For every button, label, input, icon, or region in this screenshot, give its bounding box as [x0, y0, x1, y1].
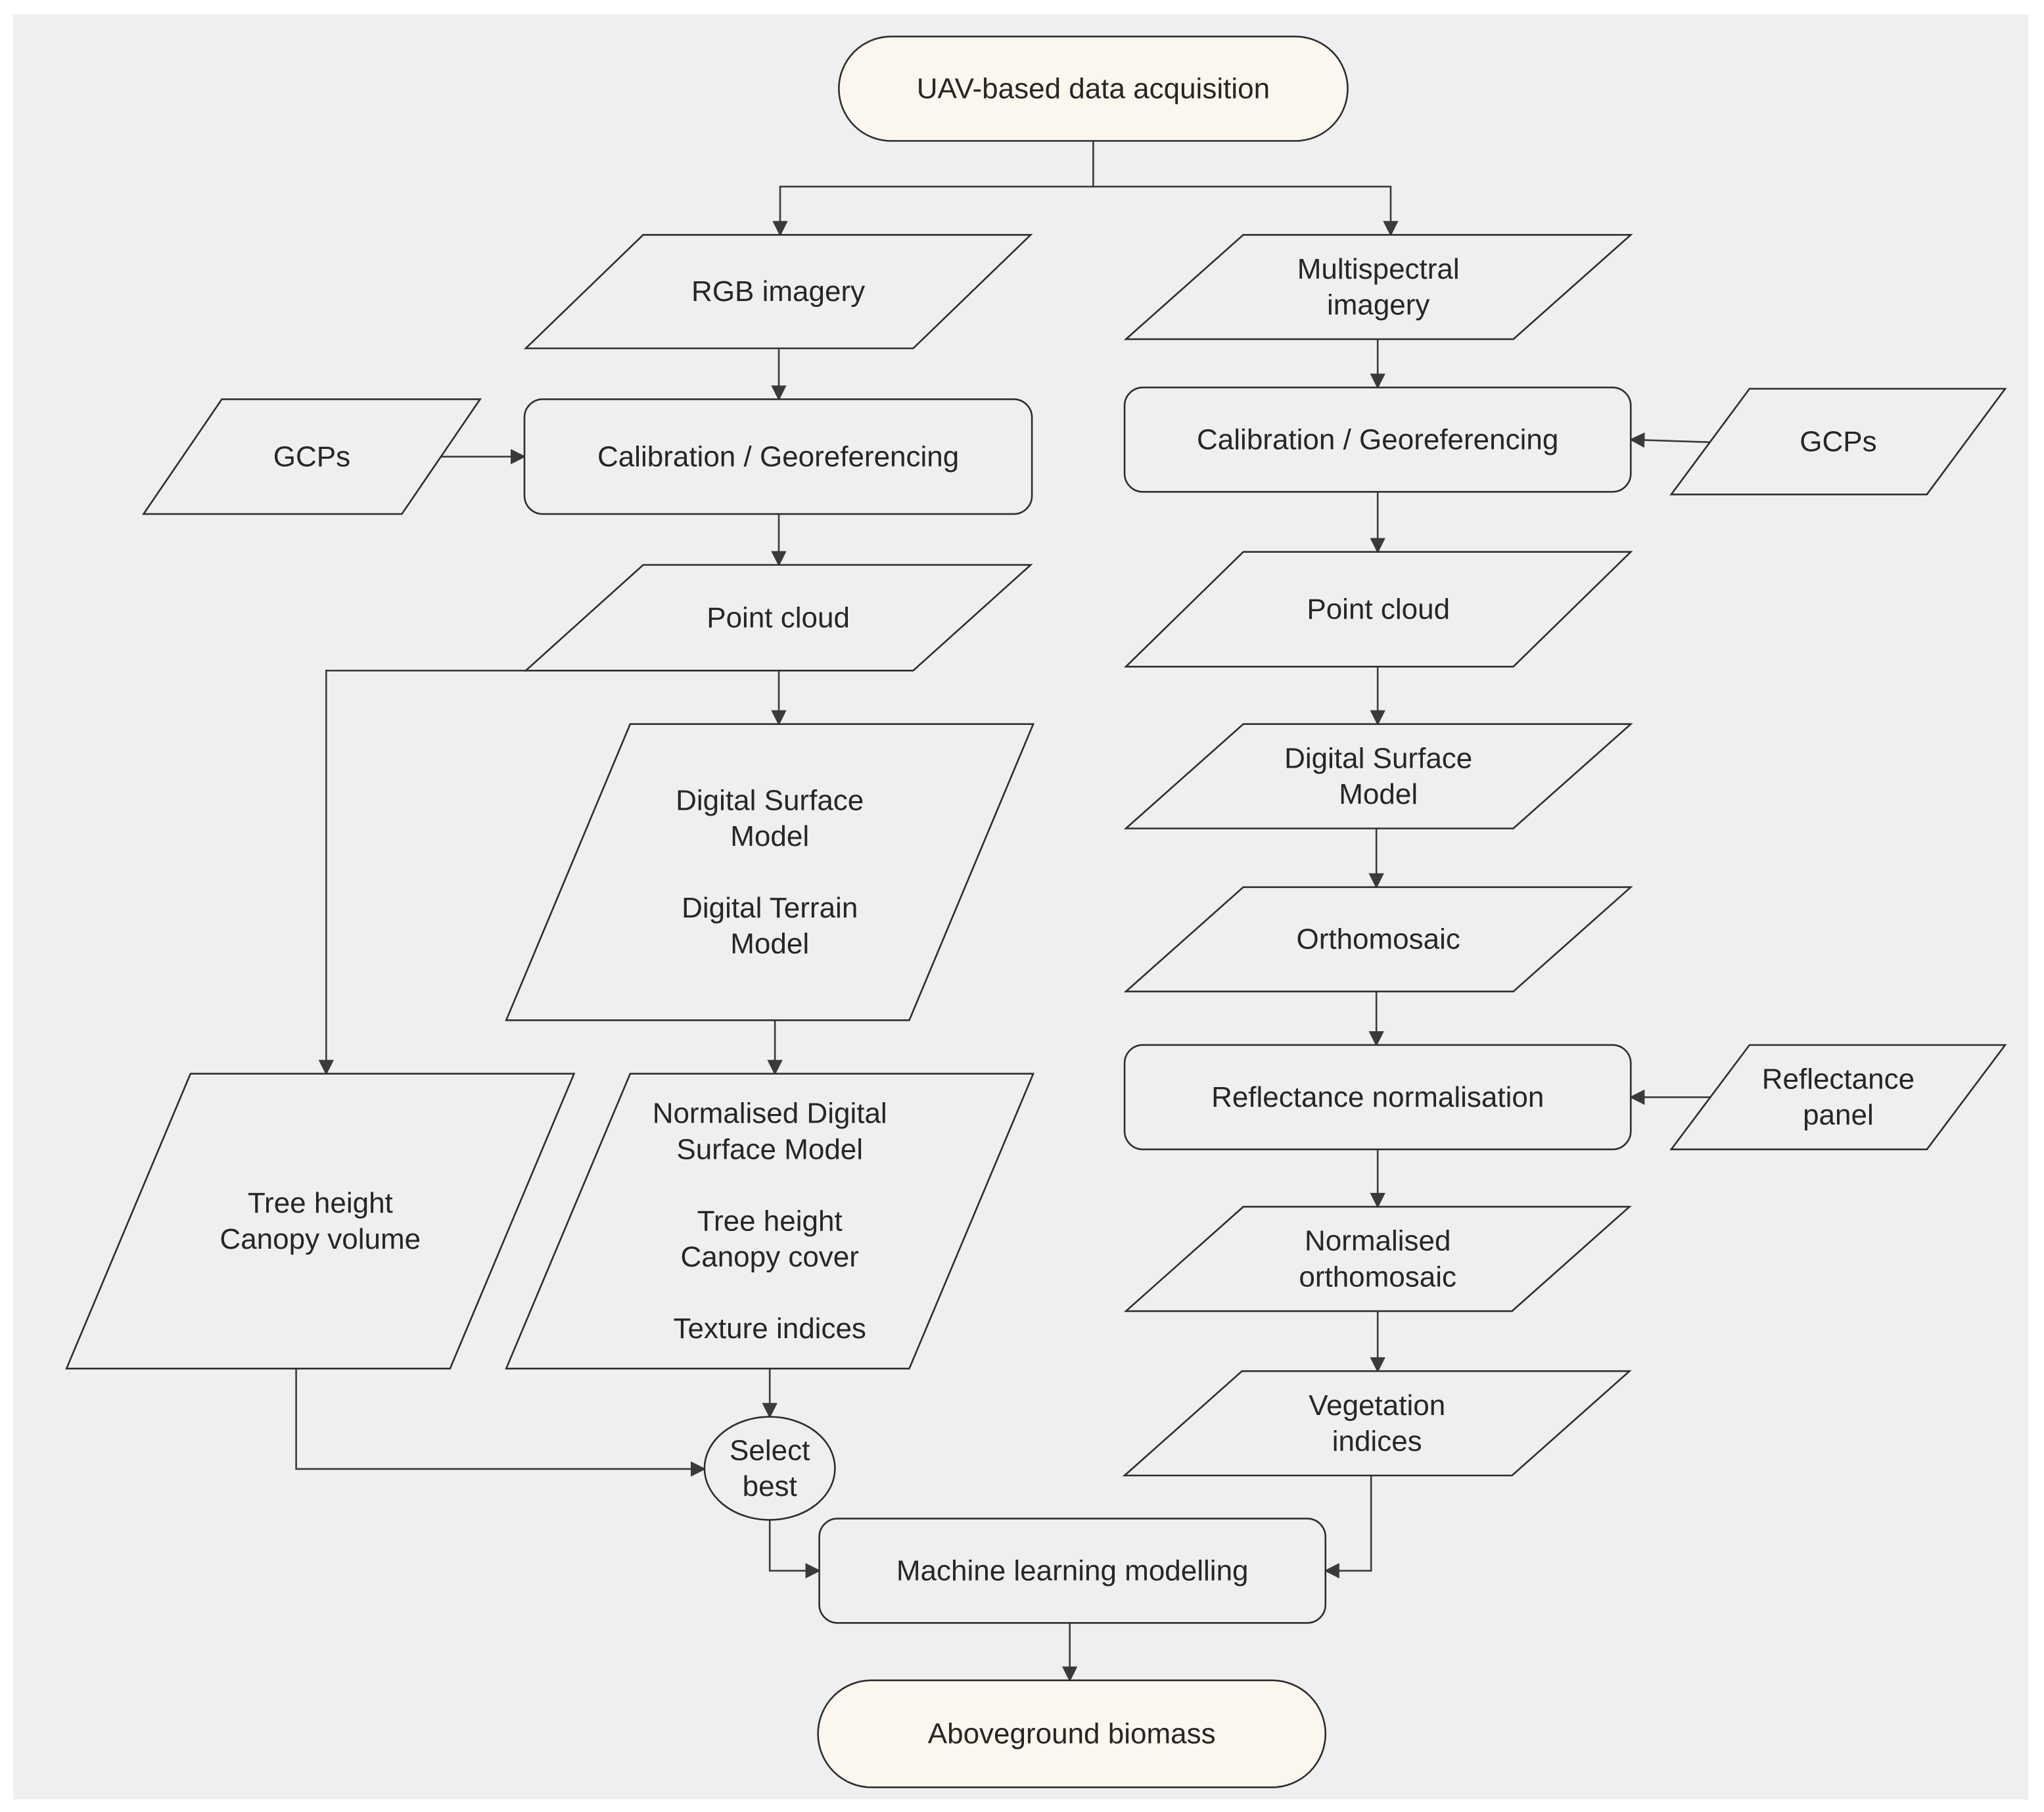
parallelogram-shape — [1123, 551, 1633, 668]
node-label-line: Digital Surface — [676, 784, 864, 816]
node-refl: Reflectance normalisation — [1123, 1044, 1632, 1151]
connector-layer — [295, 141, 1712, 1683]
node-label-line: Normalised Digital — [653, 1098, 887, 1130]
node-label-line: Select — [730, 1434, 810, 1466]
node-label-line: best — [743, 1470, 797, 1502]
node-label-line: orthomosaic — [1299, 1261, 1456, 1293]
node-label-line: UAV-based data acquisition — [917, 73, 1270, 105]
node-label-line: Tree height — [697, 1205, 843, 1238]
node-ortho: Orthomosaic — [1123, 886, 1633, 992]
node-ml: Machine learning modelling — [818, 1518, 1327, 1624]
node-label-line: Model — [730, 820, 809, 852]
parallelogram-shape — [65, 1073, 576, 1370]
node-label-line: Calibration / Georeferencing — [597, 440, 959, 473]
node-label-line: Tree height — [248, 1187, 393, 1219]
process-shape — [1123, 386, 1632, 493]
node-pc-l: Point cloud — [523, 564, 1033, 672]
node-uav: UAV-based data acquisition — [838, 35, 1349, 142]
node-sel: Select best — [703, 1416, 836, 1521]
parallelogram-shape — [141, 398, 482, 515]
process-shape — [523, 398, 1033, 515]
node-label-line: Digital Surface — [1284, 742, 1472, 774]
arrow-gcp-r-to-cal-r — [1629, 432, 1712, 448]
node-label-line: Machine learning modelling — [896, 1554, 1249, 1587]
node-label-line: Aboveground biomass — [928, 1718, 1216, 1750]
node-label-line: Canopy volume — [220, 1223, 421, 1255]
node-label-line: Canopy cover — [680, 1241, 858, 1273]
parallelogram-shape — [1122, 1370, 1632, 1477]
parallelogram-shape — [1123, 886, 1633, 992]
node-cal-r: Calibration / Georeferencing — [1123, 386, 1632, 493]
parallelogram-shape — [1669, 388, 2007, 496]
terminal-shape — [817, 1679, 1327, 1788]
parallelogram-shape — [505, 723, 1035, 1021]
ellipse-shape — [703, 1416, 836, 1521]
node-gcp-r: GCPs — [1669, 388, 2007, 496]
node-label-line: panel — [1803, 1099, 1874, 1131]
arrow-sel-to-ml — [768, 1520, 821, 1579]
node-label-line: indices — [1332, 1425, 1422, 1457]
terminal-shape — [838, 35, 1349, 142]
arrow-uav-to-ms — [1093, 185, 1399, 237]
parallelogram-shape — [1669, 1044, 2007, 1151]
node-label-line: Model — [730, 928, 809, 960]
node-pc-r: Point cloud — [1123, 551, 1633, 668]
node-label-line: Surface Model — [676, 1133, 863, 1165]
node-label-line: Multispectral — [1297, 253, 1460, 285]
node-label-line: Model — [1339, 778, 1418, 810]
node-label-line: Point cloud — [707, 601, 850, 634]
node-label-line: Texture indices — [673, 1313, 866, 1345]
canvas-background — [13, 14, 2028, 1800]
parallelogram-shape — [505, 1073, 1035, 1370]
node-label-line: GCPs — [273, 440, 350, 473]
arrow-tree-to-sel — [295, 1368, 707, 1477]
node-label-line: Reflectance normalisation — [1211, 1081, 1544, 1113]
parallelogram-shape — [523, 564, 1033, 672]
parallelogram-shape — [523, 233, 1033, 350]
node-label-line: Calibration / Georeferencing — [1197, 423, 1558, 455]
node-label-line: imagery — [1327, 289, 1430, 321]
node-gcp-l: GCPs — [141, 398, 482, 515]
node-label-line: Reflectance — [1762, 1063, 1915, 1096]
node-label-line: Orthomosaic — [1296, 923, 1460, 956]
arrow-pc-l-to-tree — [318, 669, 526, 1076]
node-label-line: Vegetation — [1309, 1389, 1445, 1422]
process-shape — [1123, 1044, 1632, 1151]
parallelogram-shape — [1123, 723, 1633, 829]
node-label-line: Digital Terrain — [682, 892, 858, 924]
node-ms: Multispectral imagery — [1123, 233, 1633, 340]
arrow-uav-to-rgb — [772, 141, 1094, 237]
node-label-line: RGB imagery — [691, 275, 865, 308]
arrow-veg-to-ml — [1324, 1475, 1372, 1579]
node-cal-l: Calibration / Georeferencing — [523, 398, 1033, 515]
node-label-line: Point cloud — [1307, 593, 1450, 626]
process-shape — [818, 1518, 1327, 1624]
parallelogram-shape — [1123, 233, 1633, 340]
node-agb: Aboveground biomass — [817, 1679, 1327, 1788]
node-label-line: Normalised — [1305, 1225, 1451, 1257]
node-rgb: RGB imagery — [523, 233, 1033, 350]
node-label-line: GCPs — [1800, 425, 1876, 457]
parallelogram-shape — [1123, 1205, 1632, 1313]
node-northo: Normalised orthomosaic — [1123, 1205, 1632, 1313]
